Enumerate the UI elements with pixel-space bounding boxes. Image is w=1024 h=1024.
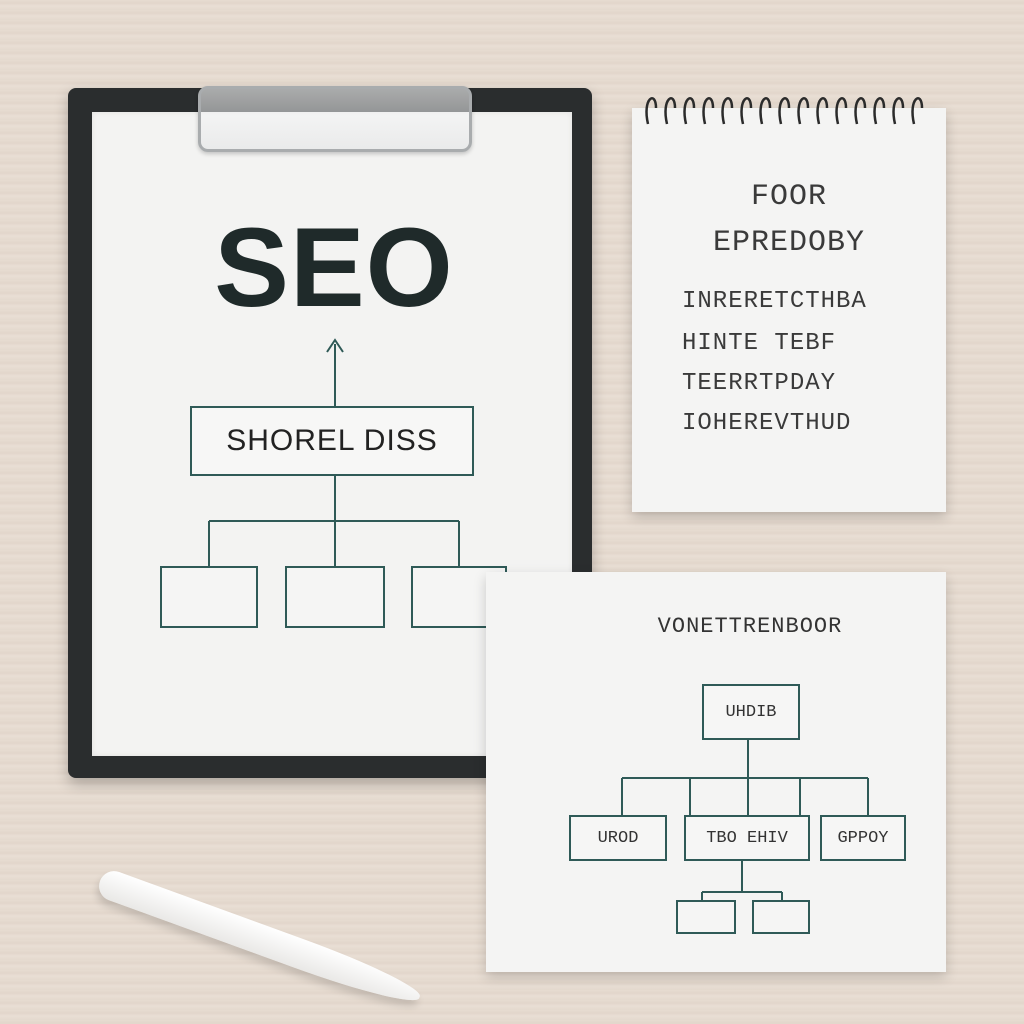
card-sub-node-left xyxy=(676,900,736,934)
card-title: VONETTRENBOOR xyxy=(657,614,843,639)
card-left-box: UROD xyxy=(569,815,667,861)
card-middle-box: TBO EHIV xyxy=(684,815,810,861)
diagram-child-node-left xyxy=(160,566,258,628)
notepad-spiral-binding xyxy=(645,97,924,125)
card-top-box: UHDIB xyxy=(702,684,800,740)
diagram-main-box: SHOREL DISS xyxy=(190,406,474,476)
seo-title: SEO xyxy=(214,205,454,330)
notepad-title-line-1: FOOR xyxy=(750,180,827,214)
card-right-box: GPPOY xyxy=(820,815,906,861)
notepad-title-line-2: EPREDOBY xyxy=(712,226,866,260)
notepad-item: TEERRTPDAY xyxy=(682,370,837,397)
card-sub-node-right xyxy=(752,900,810,934)
notepad-item: HINTE TEBF xyxy=(682,330,837,357)
notepad-item: IOHEREVTHUD xyxy=(682,410,852,437)
diagram-child-node-middle xyxy=(285,566,385,628)
spiral-notepad xyxy=(632,108,946,512)
clipboard-clip xyxy=(198,86,472,152)
notepad-item: INRERETCTHBA xyxy=(682,288,867,315)
